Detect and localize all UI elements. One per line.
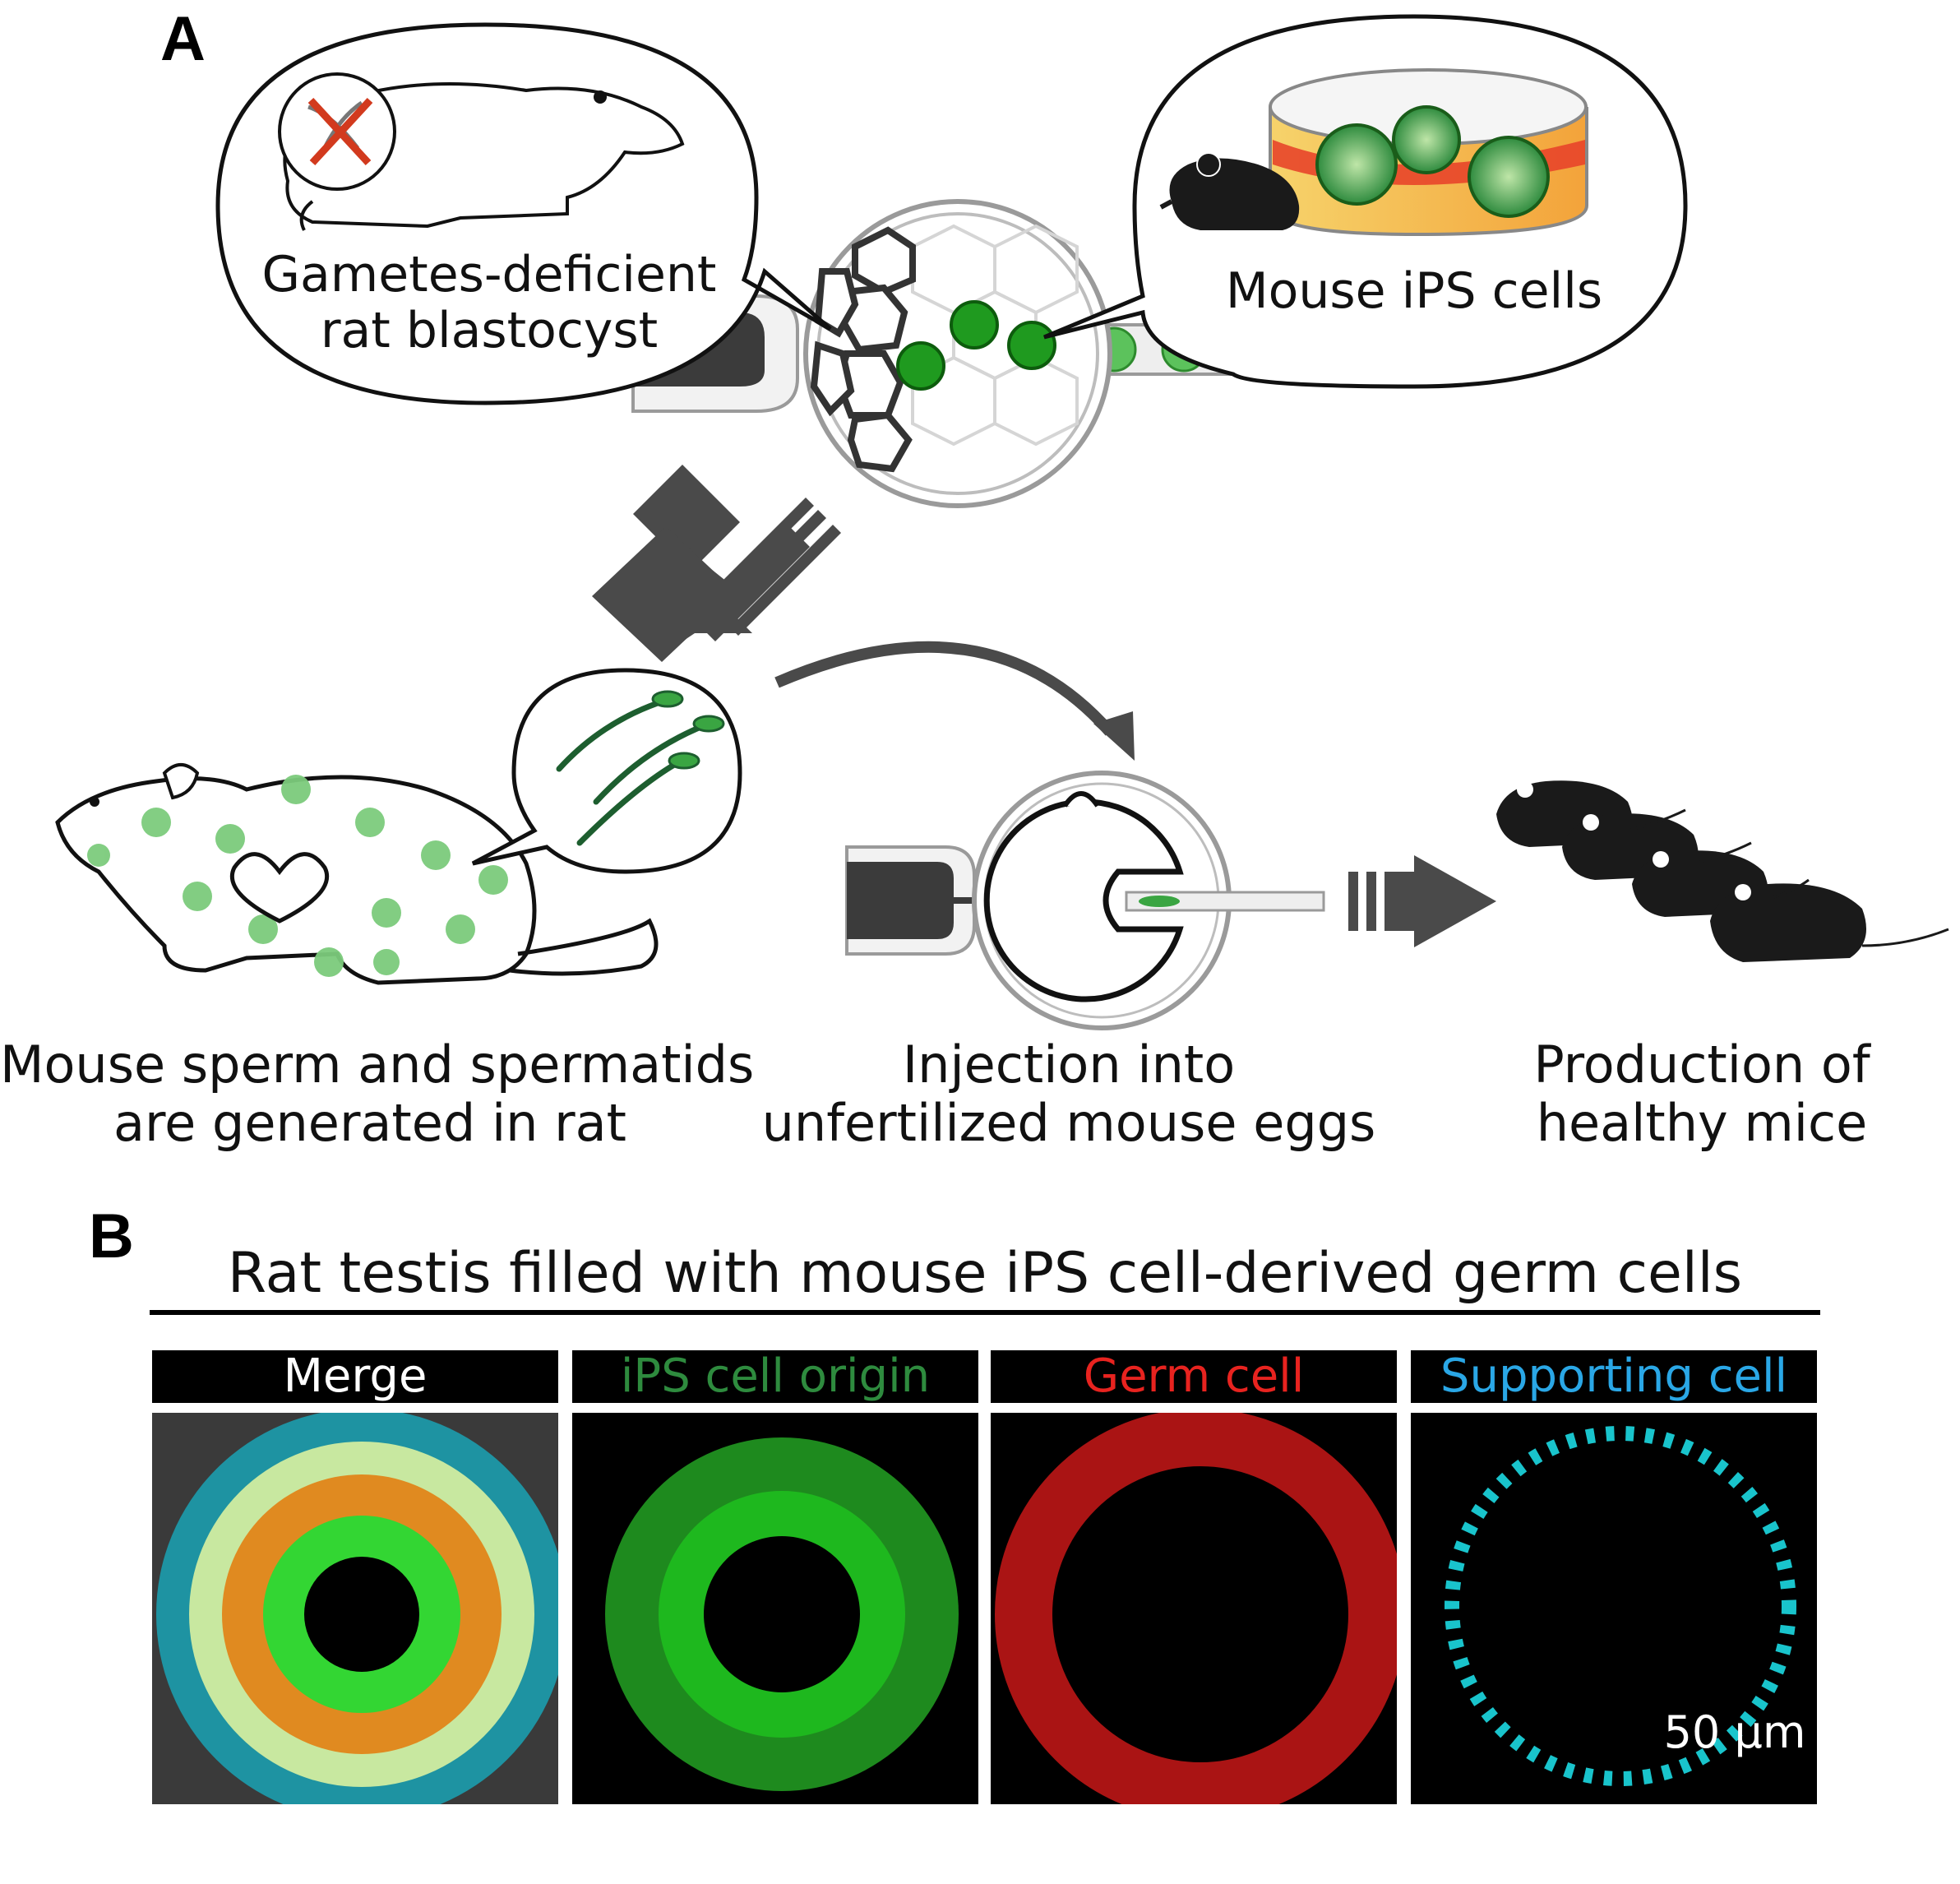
scale-bar-label: 50 μm <box>1653 1707 1817 1758</box>
header-germ-cell: Germ cell <box>991 1350 1397 1403</box>
header-merge: Merge <box>152 1350 558 1403</box>
bubble-right-label: Mouse iPS cells <box>1200 263 1628 319</box>
micrograph-ips-origin <box>572 1413 978 1804</box>
micrograph-merge <box>152 1413 558 1804</box>
caption-left-line1: Mouse sperm and spermatids <box>0 1036 740 1095</box>
bubble-left-line2: rat blastocyst <box>238 303 740 359</box>
healthy-mice <box>1496 780 1948 962</box>
panel-b-letter: B <box>89 1201 134 1272</box>
egg-injection <box>847 773 1324 1028</box>
bubble-left-line1: Gametes-deficient <box>238 247 740 303</box>
arrow-down-left <box>592 465 841 662</box>
micrograph-germ-cell <box>991 1413 1397 1804</box>
caption-right-line1: Production of <box>1447 1036 1957 1095</box>
caption-mid-line1: Injection into <box>740 1036 1398 1095</box>
caption-mid: Injection into unfertilized mouse eggs <box>740 1036 1398 1152</box>
bubble-right-line: Mouse iPS cells <box>1200 263 1628 319</box>
caption-left-line2: are generated in rat <box>0 1095 740 1153</box>
header-ips-origin: iPS cell origin <box>572 1350 978 1403</box>
caption-right-line2: healthy mice <box>1447 1095 1957 1153</box>
panel-b-title: Rat testis filled with mouse iPS cell-de… <box>150 1242 1820 1306</box>
caption-left: Mouse sperm and spermatids are generated… <box>0 1036 740 1152</box>
header-supporting-cell: Supporting cell <box>1411 1350 1817 1403</box>
blastocyst <box>806 201 1110 506</box>
bubble-sperm <box>473 670 740 872</box>
curved-arrow <box>777 647 1135 761</box>
caption-right: Production of healthy mice <box>1447 1036 1957 1152</box>
bubble-left-label: Gametes-deficient rat blastocyst <box>238 247 740 359</box>
arrow-right <box>1348 855 1496 947</box>
caption-mid-line2: unfertilized mouse eggs <box>740 1095 1398 1153</box>
panel-a-letter: A <box>160 3 206 75</box>
